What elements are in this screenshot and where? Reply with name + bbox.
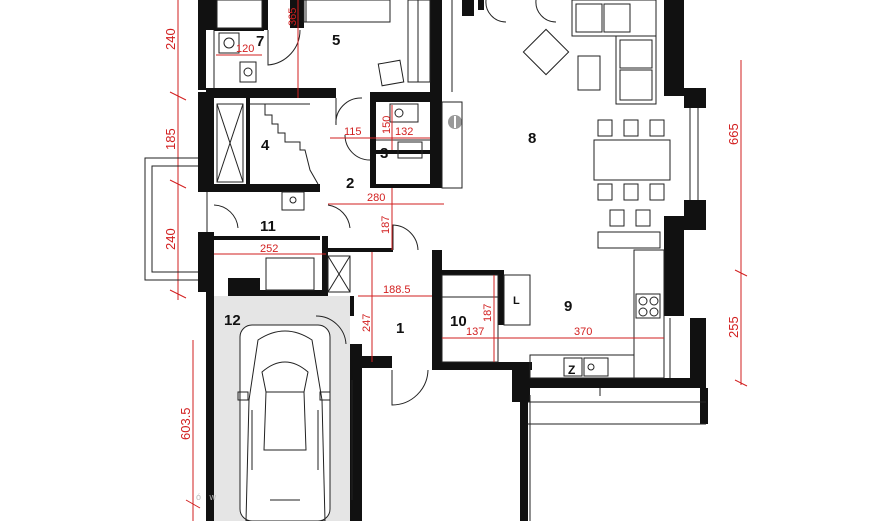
dim-187-hall: 187 bbox=[380, 216, 392, 234]
dim-252: 252 bbox=[260, 243, 278, 255]
dim-right-665: 665 bbox=[726, 123, 741, 145]
hall-fixtures bbox=[213, 191, 351, 293]
left-dimension-lines bbox=[169, 0, 201, 521]
room-5-label: 5 bbox=[332, 32, 340, 49]
room-11-label: 11 bbox=[260, 218, 276, 235]
dim-280: 280 bbox=[367, 192, 385, 204]
dim-120: 120 bbox=[236, 43, 254, 55]
dimension-labels: 240 185 240 603.5 665 255 365 120 150 11… bbox=[163, 8, 741, 440]
living-furniture bbox=[441, 0, 671, 249]
dim-187-store: 187 bbox=[482, 304, 494, 322]
room-1-label: 1 bbox=[396, 320, 404, 337]
room-9-label: 9 bbox=[564, 298, 572, 315]
dim-132: 132 bbox=[395, 126, 413, 138]
dim-left-6035: 603.5 bbox=[178, 407, 193, 440]
wc-fixtures bbox=[344, 103, 430, 161]
fridge-label: L bbox=[513, 295, 520, 307]
room-3-label: 3 bbox=[380, 145, 388, 162]
room-12-label: 12 bbox=[224, 312, 241, 329]
room-4-label: 4 bbox=[261, 137, 270, 154]
room-2-label: 2 bbox=[346, 175, 354, 192]
cooktop-label: Z bbox=[568, 363, 575, 377]
dim-150: 150 bbox=[381, 116, 393, 134]
dim-1885: 188.5 bbox=[383, 284, 411, 296]
kitchen-furniture bbox=[503, 249, 665, 379]
dim-365: 365 bbox=[287, 8, 299, 26]
watermark: ó w bbox=[196, 492, 219, 502]
room-10-label: 10 bbox=[450, 313, 467, 330]
dim-137: 137 bbox=[466, 326, 484, 338]
dim-115: 115 bbox=[344, 126, 362, 138]
doors bbox=[315, 0, 557, 406]
walls bbox=[198, 0, 708, 521]
room-7-label: 7 bbox=[256, 33, 264, 50]
dim-247: 247 bbox=[361, 314, 373, 332]
garage bbox=[214, 296, 350, 521]
internal-dimension-lines bbox=[214, 0, 664, 362]
storage-shelves bbox=[441, 274, 499, 363]
room-labels: 1 2 3 4 5 7 8 9 10 11 12 L Z bbox=[224, 32, 575, 377]
dim-left-240-bottom: 240 bbox=[163, 228, 178, 250]
room-8-label: 8 bbox=[528, 130, 536, 147]
dim-370: 370 bbox=[574, 326, 592, 338]
dim-right-255: 255 bbox=[726, 316, 741, 338]
dim-left-240-top: 240 bbox=[163, 28, 178, 50]
staircase bbox=[216, 103, 319, 185]
bay-window bbox=[144, 157, 208, 281]
dim-left-185: 185 bbox=[163, 128, 178, 150]
car-icon bbox=[237, 330, 331, 521]
bathroom-fixtures bbox=[216, 0, 391, 83]
bedroom-furniture bbox=[305, 0, 431, 87]
right-dimension-lines bbox=[734, 60, 748, 387]
